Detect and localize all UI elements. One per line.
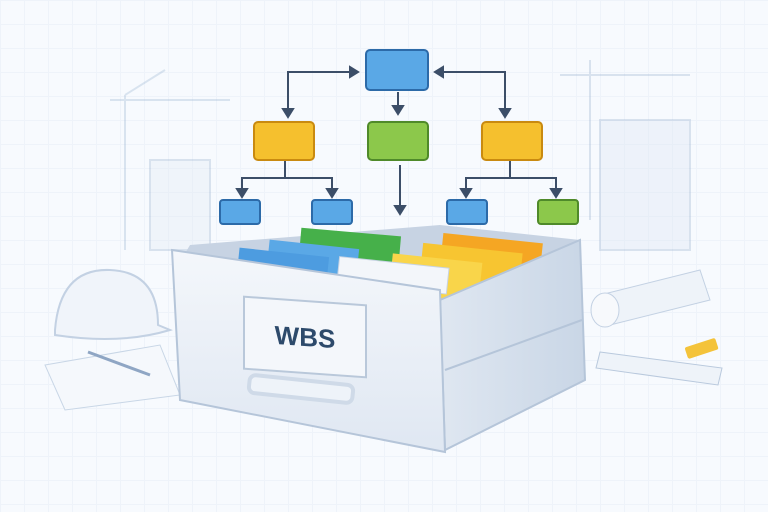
blueprint-roll-icon [590,269,711,328]
ruler-icon [595,351,723,386]
drawer-label-plate: WBS [243,295,367,379]
level2-folder-icon [219,199,261,225]
wbs-label: WBS [274,319,336,354]
background-cranes [110,60,691,251]
notepad-icon [44,344,181,411]
pencil-icon [685,338,719,359]
level1-folder-icon [367,121,429,161]
level2-folder-icon [537,199,579,225]
level2-folder-icon [311,199,353,225]
hierarchy-connectors [235,65,563,216]
root-folder-icon [365,49,429,91]
level1-folder-icon [253,121,315,161]
level1-folder-icon [481,121,543,161]
hard-hat-icon [54,268,173,340]
level2-folder-icon [446,199,488,225]
pen-icon [87,350,151,377]
